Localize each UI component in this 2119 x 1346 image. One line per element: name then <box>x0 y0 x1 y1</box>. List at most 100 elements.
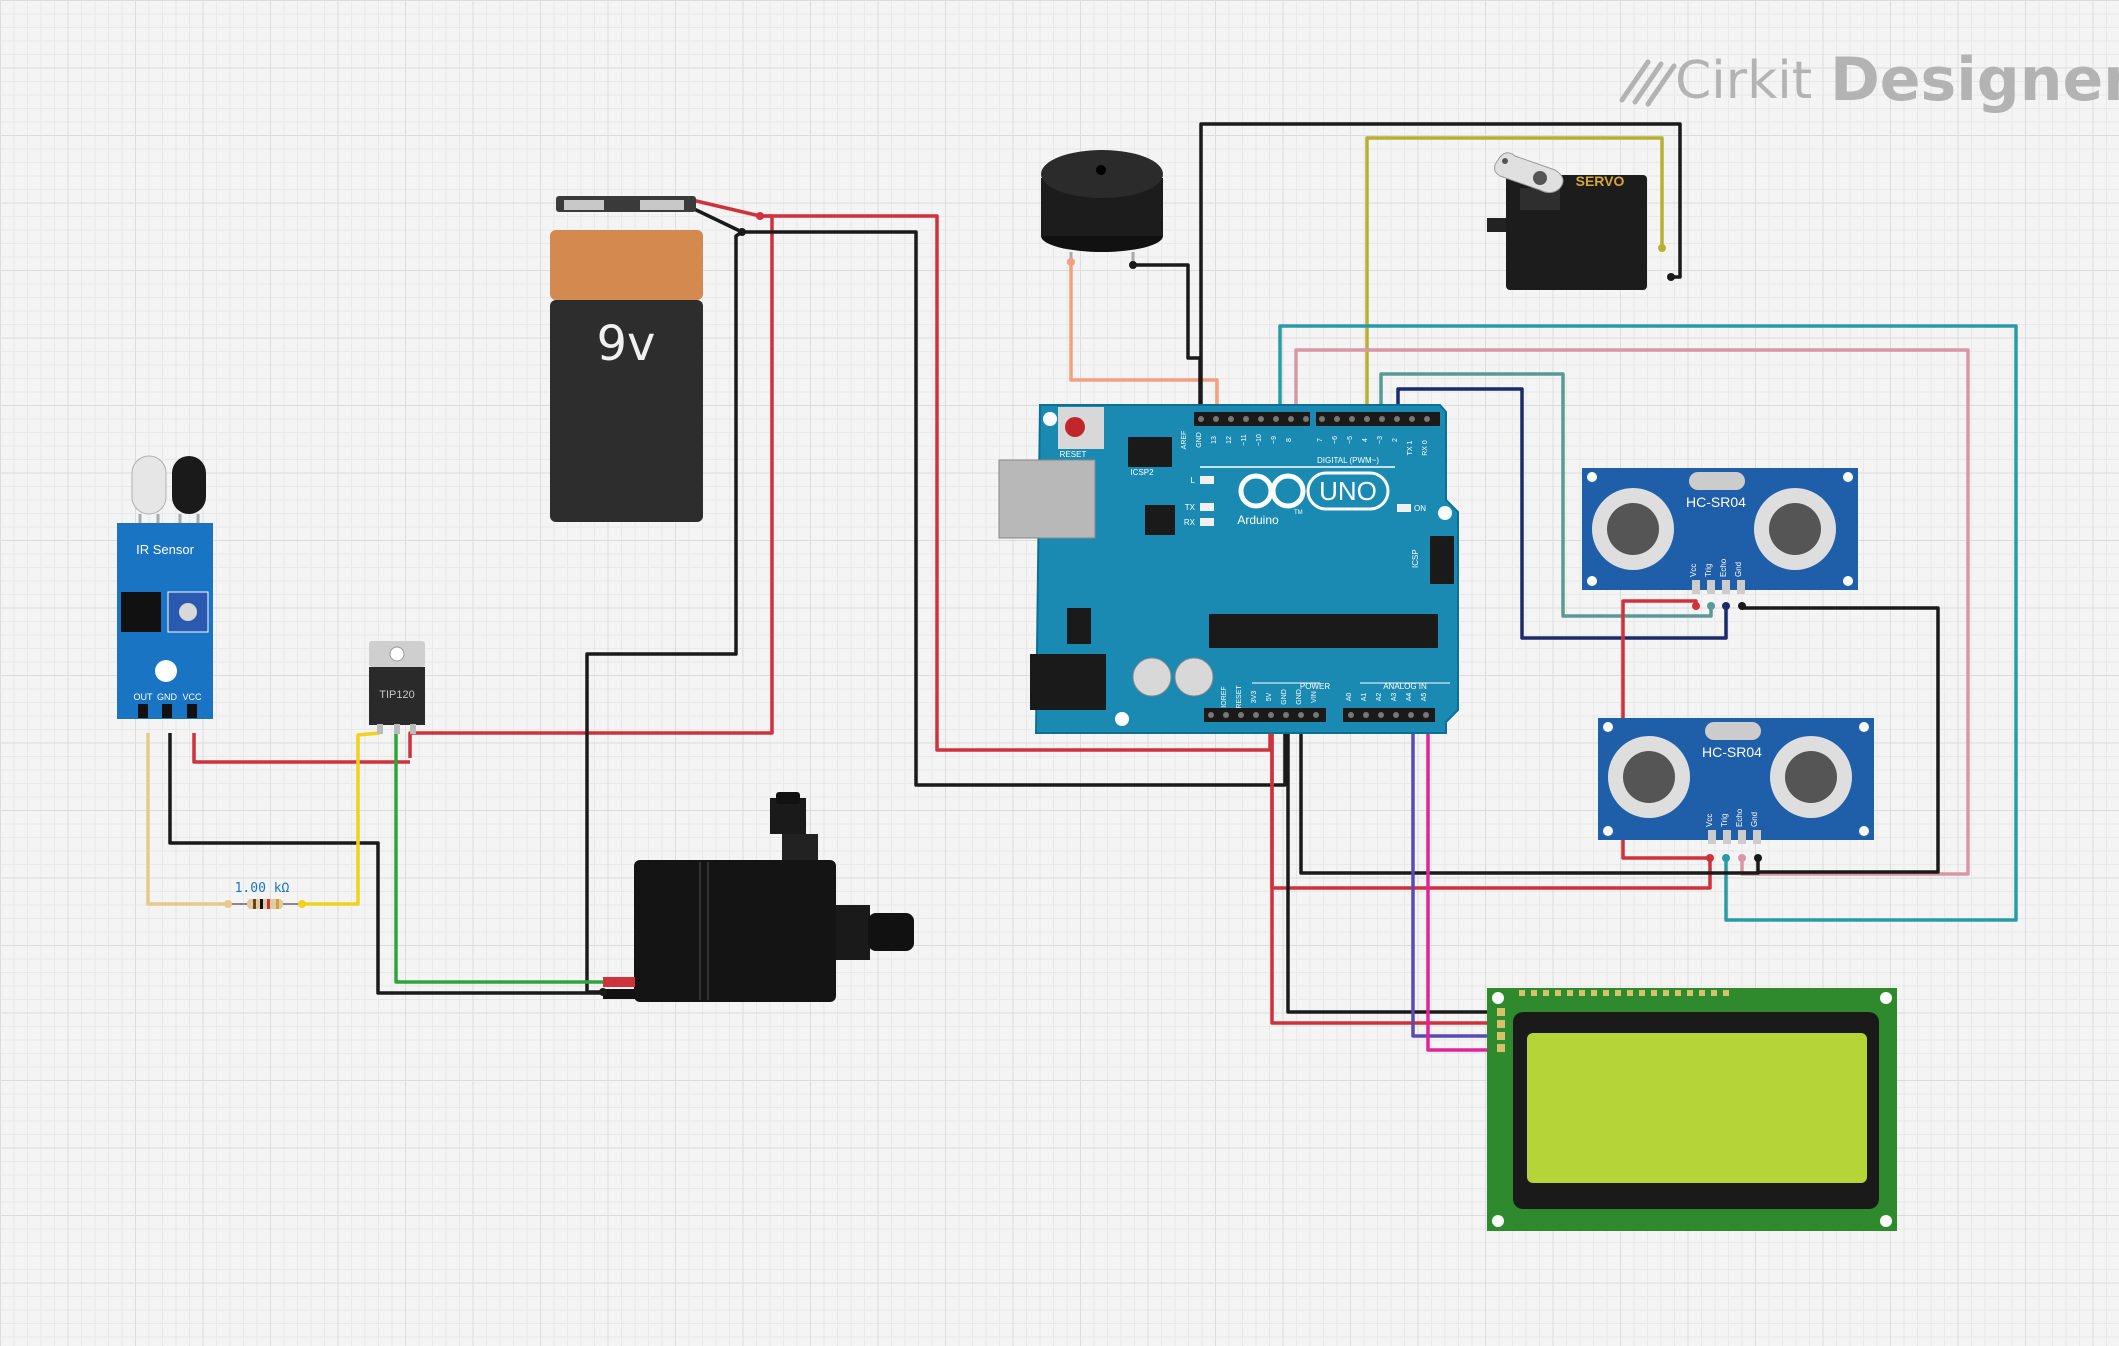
pin-label-gnd-1: GND <box>1281 689 1288 705</box>
ir-emitter-led <box>131 455 167 515</box>
us2-label: HC-SR04 <box>1702 744 1762 760</box>
pin-label-3: ~3 <box>1377 436 1384 444</box>
pin-label-10: ~10 <box>1256 434 1263 446</box>
wire-lcd-scl[interactable] <box>1426 716 1497 1052</box>
wire-servo-signal[interactable] <box>1365 136 1664 418</box>
capacitor-2 <box>1174 657 1214 697</box>
tip120-transistor[interactable]: TIP120 <box>369 641 425 734</box>
ir-mount-hole <box>155 660 177 682</box>
pin-label-a0: A0 <box>1346 693 1353 702</box>
pin-label-a5: A5 <box>1421 693 1428 702</box>
us1-pin-echo: Echo <box>1719 558 1728 577</box>
pin-label-6: ~6 <box>1332 436 1339 444</box>
dc-barrel-jack <box>1030 654 1106 710</box>
wire-us2-trig[interactable] <box>1278 324 2018 922</box>
reset-label: RESET <box>1060 450 1087 459</box>
wire-lcd-sda[interactable] <box>1411 716 1497 1038</box>
battery-terminal-negative <box>564 200 604 210</box>
pin-label-9: ~9 <box>1271 436 1278 444</box>
pin-label-3v3: 3V3 <box>1251 691 1258 704</box>
servo-motor[interactable]: SERVO <box>1487 152 1647 290</box>
wire-battery-positive[interactable] <box>691 198 1272 752</box>
us2-crystal <box>1705 722 1761 740</box>
wire-us-gnd[interactable] <box>1299 716 1760 875</box>
ir-pin-out-label: OUT <box>134 692 154 702</box>
header-top-left <box>1194 412 1310 426</box>
wire-us1-trig[interactable] <box>1379 372 1713 618</box>
led-tx <box>1200 503 1214 511</box>
us1-pin-vcc: Vcc <box>1689 564 1698 577</box>
wire-endpoints <box>224 212 1762 996</box>
potentiometer-knob-icon <box>179 603 197 621</box>
logo-designer-text: Designer <box>1830 45 2119 115</box>
pin-label-aref: AREF <box>1181 431 1188 450</box>
pin-label-gnd: GND <box>1196 432 1203 448</box>
icsp-header <box>1430 536 1454 584</box>
ultrasonic-sensor-2[interactable]: HC-SR04 Vcc Trig Echo Gnd <box>1598 718 1874 844</box>
wire-tip-pump[interactable] <box>394 733 603 984</box>
arduino-infinity-icon <box>1238 473 1306 509</box>
battery-top-band <box>550 230 703 300</box>
wire-battery-positive-tip[interactable] <box>408 214 774 758</box>
ultrasonic-sensor-1[interactable]: HC-SR04 Vcc Trig Echo Gnd <box>1582 468 1858 594</box>
lcd-display[interactable] <box>1487 988 1897 1231</box>
lcd-header-pins <box>1519 990 1729 996</box>
wire-buzzer-gnd[interactable] <box>1133 263 1202 418</box>
header-top-right <box>1316 412 1440 426</box>
lcd-screen <box>1527 1033 1867 1183</box>
wire-ir-gnd[interactable] <box>168 733 603 995</box>
piezo-buzzer[interactable] <box>1041 150 1163 266</box>
reset-button[interactable] <box>1065 417 1085 437</box>
pin-label-4: 4 <box>1362 438 1369 442</box>
servo-horn[interactable] <box>1494 152 1564 194</box>
resistor-1k[interactable]: 1.00 kΩ <box>228 881 302 909</box>
pin-label-a4: A4 <box>1406 693 1413 702</box>
ir-sensor-module[interactable]: IR Sensor OUT GND VCC <box>117 455 213 719</box>
led-rx-label: RX <box>1184 518 1196 527</box>
pin-label-12: 12 <box>1226 436 1233 444</box>
wire-servo-gnd[interactable] <box>1199 122 1682 418</box>
us1-crystal <box>1689 472 1745 490</box>
battery-9v[interactable]: 9v <box>550 196 703 522</box>
ir-receiver-led <box>172 456 206 514</box>
led-on <box>1397 504 1411 512</box>
tip120-body <box>369 667 425 725</box>
ir-sensor-title: IR Sensor <box>136 542 194 557</box>
icsp2-label: ICSP2 <box>1130 468 1154 477</box>
usb-chip <box>1145 505 1175 535</box>
wire-ir-out[interactable] <box>146 733 228 906</box>
pin-label-7: 7 <box>1317 438 1324 442</box>
analog-label: ANALOG IN <box>1383 682 1427 691</box>
us2-pin-trig: Trig <box>1720 814 1729 827</box>
wire-lcd-gnd[interactable] <box>1286 716 1497 1014</box>
resistor-label: 1.00 kΩ <box>235 881 290 896</box>
uno-badge <box>1306 471 1390 511</box>
pin-label-tx: TX 1 <box>1407 441 1414 456</box>
header-analog <box>1343 708 1435 722</box>
icsp2-header <box>1128 437 1172 467</box>
arduino-uno-board[interactable]: RESET ICSP2 AREF GND 13 12 ~11 ~10 ~9 8 … <box>998 404 1459 734</box>
wire-lcd-vcc[interactable] <box>1270 716 1497 1025</box>
wire-buzzer-signal[interactable] <box>1069 258 1219 418</box>
cirkit-designer-logo: Cirkit Designer <box>1619 45 2119 115</box>
us1-label: HC-SR04 <box>1686 494 1746 510</box>
water-pump[interactable] <box>603 792 914 1002</box>
pin-label-gnd-2: GND <box>1296 689 1303 705</box>
battery-terminal-positive <box>640 200 684 210</box>
pin-label-5v: 5V <box>1266 692 1273 701</box>
battery-body <box>550 300 703 522</box>
wire-us1-echo[interactable] <box>1396 387 1728 640</box>
wire-resistor-base[interactable] <box>302 731 381 906</box>
logo-cirkit-text: Cirkit <box>1675 51 1812 111</box>
pin-label-a3: A3 <box>1391 693 1398 702</box>
pin-label-a2: A2 <box>1376 693 1383 702</box>
ir-comparator-chip <box>121 592 161 632</box>
led-on-label: ON <box>1414 504 1426 513</box>
pin-label-8: 8 <box>1286 438 1293 442</box>
us1-pin-gnd: Gnd <box>1734 562 1743 577</box>
led-rx <box>1200 518 1214 526</box>
usb-b-port <box>998 459 1096 539</box>
wire-battery-negative[interactable] <box>691 206 1287 787</box>
wire-ir-vcc[interactable] <box>192 733 410 764</box>
